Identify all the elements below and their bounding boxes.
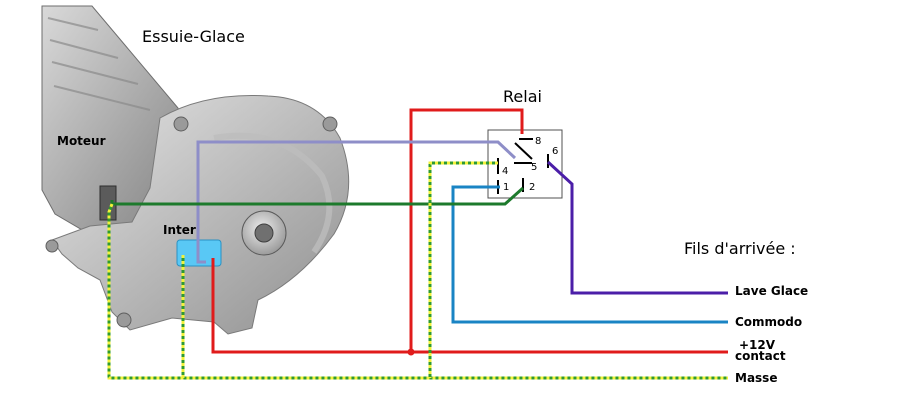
wire-12v-junction <box>407 348 415 356</box>
gearbox-case <box>51 95 350 335</box>
wire-label-12v-line2: contact <box>735 349 786 363</box>
switch-label: Inter <box>163 223 196 237</box>
wire-commodo <box>451 185 728 324</box>
output-shaft <box>254 223 274 243</box>
relay-switch-arm <box>514 142 533 160</box>
incoming-wires-title: Fils d'arrivée : <box>684 239 796 258</box>
bolt-bottom <box>116 312 132 328</box>
relay-title: Relai <box>503 87 542 106</box>
wire-motor-ground <box>110 186 524 206</box>
gearbox-ridge <box>213 132 333 254</box>
relay-pin-label: 8 <box>535 136 542 147</box>
wire-masse-relay-dash <box>428 161 498 378</box>
wiper-motor <box>41 5 350 335</box>
wire-label-masse: Masse <box>735 371 778 385</box>
wire-lave-glace <box>546 160 728 295</box>
wire-masse-motor-dash <box>107 203 728 380</box>
diagram-title: Essuie-Glace <box>142 27 245 46</box>
motor-label: Moteur <box>57 134 106 148</box>
relay-pin-label: 6 <box>552 146 559 157</box>
wire-12v-relay <box>409 108 524 352</box>
wire-relay-feed <box>196 140 517 264</box>
relay-pin-label: 1 <box>503 182 510 193</box>
relay-pin-label: 5 <box>531 162 538 173</box>
wiring <box>107 108 728 380</box>
relay-pin-label: 4 <box>502 166 509 177</box>
wire-label-lave-glace: Lave Glace <box>735 284 809 298</box>
wire-label-commodo: Commodo <box>735 315 803 329</box>
wire-label-12v-line1: +12V <box>739 338 776 352</box>
bolt-top-left <box>173 116 189 132</box>
relay-pin-label: 2 <box>529 182 536 193</box>
motor-ribs <box>47 17 151 111</box>
wire-label-12v: +12V contact <box>735 338 786 362</box>
wire-12v-motor <box>211 258 728 354</box>
bolt-top-right <box>322 116 338 132</box>
bolt-left <box>45 239 59 253</box>
